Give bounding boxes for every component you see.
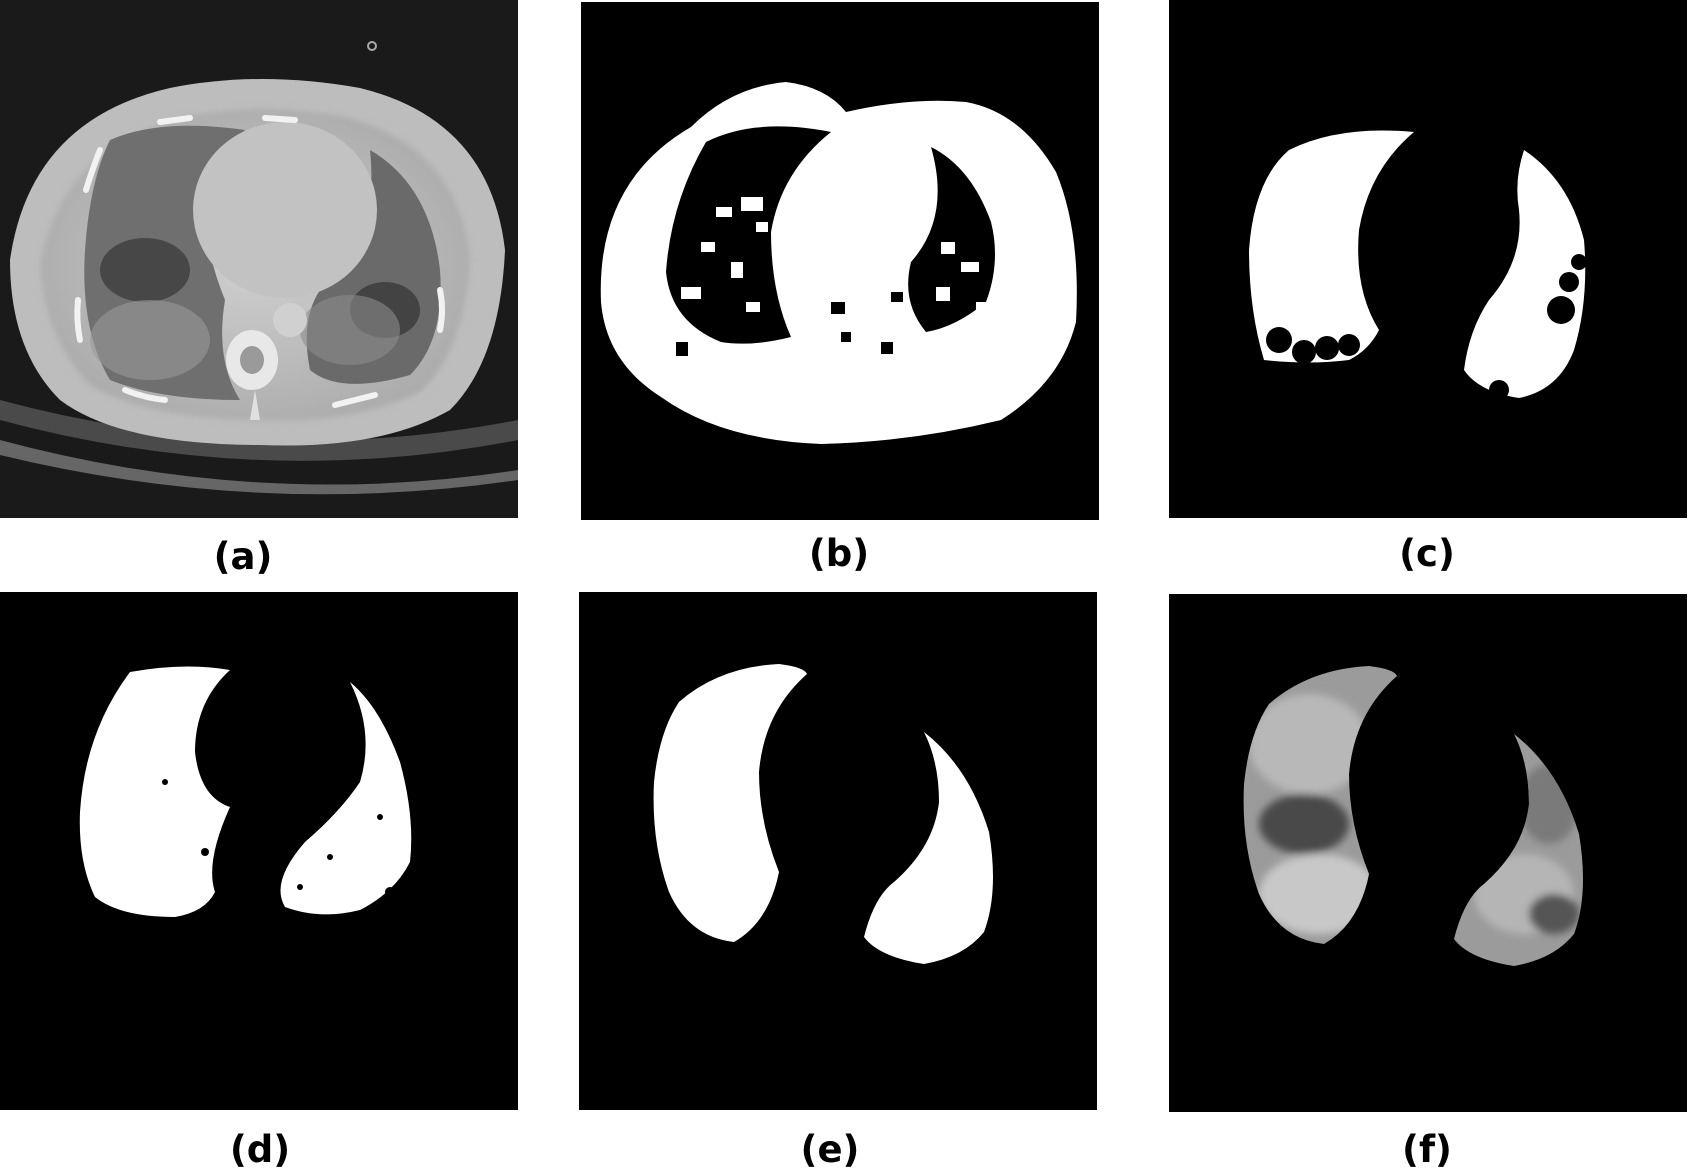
lung-mask-with-holes-drawing bbox=[0, 592, 518, 1110]
smoothed-lung-mask-drawing bbox=[579, 592, 1097, 1110]
threshold-mask-drawing bbox=[581, 2, 1099, 520]
panel-caption-c: (c) bbox=[1399, 532, 1455, 575]
segmented-lung-image bbox=[1169, 594, 1687, 1112]
threshold-mask-image bbox=[581, 2, 1099, 520]
panel-caption-a: (a) bbox=[213, 535, 273, 578]
panel-caption-b: (b) bbox=[808, 532, 870, 575]
panel-caption-d: (d) bbox=[229, 1128, 291, 1171]
panel-caption-e: (e) bbox=[800, 1128, 860, 1171]
ct-scan-drawing bbox=[0, 0, 518, 518]
panel-caption-f: (f) bbox=[1402, 1128, 1452, 1171]
lung-mask-with-holes-image bbox=[0, 592, 518, 1110]
inverted-lung-mask-drawing bbox=[1169, 0, 1687, 518]
ct-scan-original-image bbox=[0, 0, 518, 518]
smoothed-lung-mask-image bbox=[579, 592, 1097, 1110]
inverted-lung-mask-image bbox=[1169, 0, 1687, 518]
segmented-lung-drawing bbox=[1169, 594, 1687, 1112]
